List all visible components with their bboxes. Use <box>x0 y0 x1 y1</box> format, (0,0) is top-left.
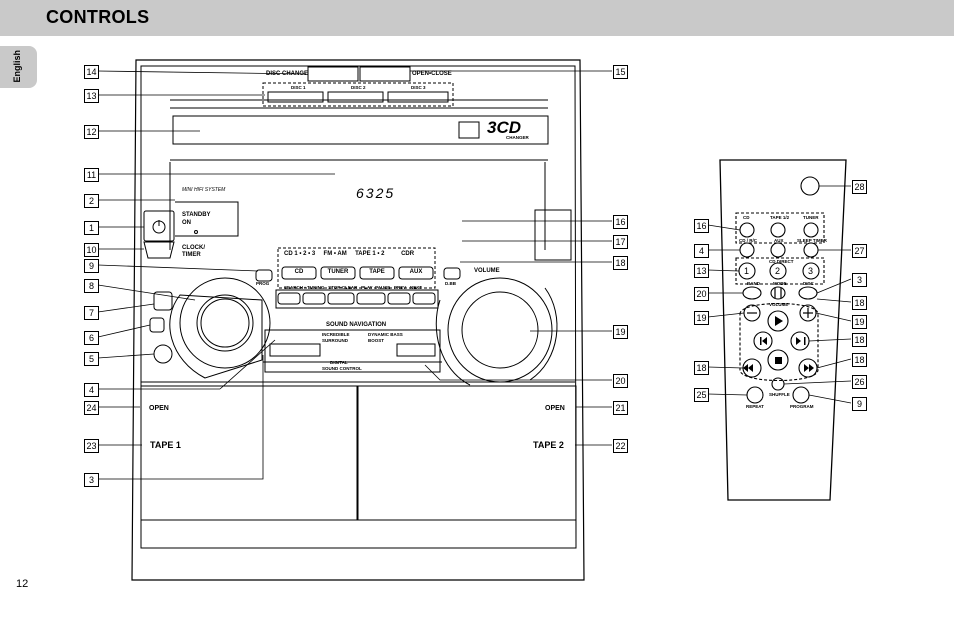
callout-1: 1 <box>84 221 99 235</box>
incredible-label: INCREDIBLE <box>322 332 350 337</box>
callout-15: 15 <box>613 65 628 79</box>
remote-callout-28: 28 <box>852 180 867 194</box>
callout-20: 20 <box>613 374 628 388</box>
aux-button[interactable]: AUX <box>409 269 423 275</box>
remote-3-button[interactable]: 3 <box>808 266 814 276</box>
callout-21: 21 <box>613 401 628 415</box>
remote-callout-18b: 18 <box>852 333 867 347</box>
tape1-label: TAPE 1 <box>150 440 181 450</box>
transport-labels: SEARCH • TUNING STOP•CLEAR PLAY PAUSE PR… <box>284 285 423 290</box>
dynamic-bass-label: DYNAMIC BASS <box>368 332 403 337</box>
remote-callout-18: 18 <box>694 361 709 375</box>
digital-label: DIGITAL <box>330 360 348 365</box>
remote-callout-19: 19 <box>694 311 709 325</box>
remote-shuffle-label: SHUFFLE <box>769 392 790 397</box>
timer-label: TIMER <box>182 252 201 258</box>
remote-callout-26: 26 <box>852 375 867 389</box>
callout-16: 16 <box>613 215 628 229</box>
disc1-label: DISC 1 <box>291 85 306 90</box>
remote-callout-25: 25 <box>694 388 709 402</box>
disc3-label: DISC 3 <box>411 85 426 90</box>
callout-7: 7 <box>84 306 99 320</box>
open-close-label: OPEN•CLOSE <box>412 71 452 77</box>
remote-program-label: PROGRAM <box>790 404 814 409</box>
callout-5: 5 <box>84 352 99 366</box>
callout-3: 3 <box>84 473 99 487</box>
callout-9: 9 <box>84 259 99 273</box>
open-right-label: OPEN <box>545 405 565 412</box>
callout-6: 6 <box>84 331 99 345</box>
remote-sleep-label: SLEEP TIMER <box>797 238 827 243</box>
callout-18: 18 <box>613 256 628 270</box>
remote-2-button[interactable]: 2 <box>775 266 781 276</box>
callout-14: 14 <box>84 65 99 79</box>
prog-label: PROG <box>256 281 270 286</box>
remote-callout-3: 3 <box>852 273 867 287</box>
remote-callout-9: 9 <box>852 397 867 411</box>
remote-1-button[interactable]: 1 <box>744 266 750 276</box>
disc2-label: DISC 2 <box>351 85 366 90</box>
callout-17: 17 <box>613 235 628 249</box>
callout-13: 13 <box>84 89 99 103</box>
display-digits: 6325 <box>356 185 396 201</box>
remote-disc-label: DISC <box>803 281 814 286</box>
callout-10: 10 <box>84 243 99 257</box>
volume-label: VOLUME <box>474 268 500 274</box>
callout-23: 23 <box>84 439 99 453</box>
surround-label: SURROUND <box>322 338 349 343</box>
language-tab: English <box>0 46 37 88</box>
page-title: CONTROLS <box>46 7 150 27</box>
remote-cdr-label: CD / R/C <box>739 238 757 243</box>
mini-hifi-label: MINI HIFI SYSTEM <box>182 187 226 193</box>
remote-cd-direct-label: CD DIRECT <box>769 259 794 264</box>
remote-mode-label: MODE <box>773 281 787 286</box>
callout-19: 19 <box>613 325 628 339</box>
callout-11: 11 <box>84 168 99 182</box>
source-row-label: CD 1 • 2 • 3 FM • AM TAPE 1 • 2 CDR <box>284 251 415 257</box>
remote-callout-13: 13 <box>694 264 709 278</box>
sound-control-label: SOUND CONTROL <box>322 366 362 371</box>
cd-logo-sub: CHANGER <box>506 135 529 140</box>
remote-callout-20: 20 <box>694 287 709 301</box>
callout-2: 2 <box>84 194 99 208</box>
disc-change-label: DISC CHANGE <box>266 71 309 77</box>
callout-12: 12 <box>84 125 99 139</box>
remote-tape-label: TAPE 1/2 <box>770 215 790 220</box>
dbb-label: D.BB <box>445 281 456 286</box>
remote-callout-4: 4 <box>694 244 709 258</box>
remote-callout-18c: 18 <box>852 353 867 367</box>
clock-label: CLOCK/ <box>182 245 205 251</box>
remote-callout-19b: 19 <box>852 315 867 329</box>
sound-nav-label: SOUND NAVIGATION <box>326 322 387 328</box>
tape2-label: TAPE 2 <box>533 440 564 450</box>
remote-callout-16: 16 <box>694 219 709 233</box>
callout-22: 22 <box>613 439 628 453</box>
callout-8: 8 <box>84 279 99 293</box>
callout-24: 24 <box>84 401 99 415</box>
remote-tuner-label: TUNER <box>803 215 819 220</box>
cd-button[interactable]: CD <box>294 269 304 275</box>
standby-label: STANDBY <box>182 212 211 218</box>
boost-label: BOOST <box>368 338 385 343</box>
remote-callout-18a: 18 <box>852 296 867 310</box>
open-left-label: OPEN <box>149 405 169 412</box>
tape-button[interactable]: TAPE <box>369 269 385 275</box>
on-label: ON <box>182 220 191 226</box>
page-header: CONTROLS <box>0 0 954 36</box>
remote-callout-27: 27 <box>852 244 867 258</box>
callout-4: 4 <box>84 383 99 397</box>
remote-band-label: BAND <box>747 281 760 286</box>
cd-logo: 3CD <box>487 118 522 137</box>
remote-cd-label: CD <box>743 215 750 220</box>
remote-aux-label: AUX <box>774 238 784 243</box>
tuner-button[interactable]: TUNER <box>327 269 349 275</box>
remote-repeat-label: REPEAT <box>746 404 764 409</box>
remote-volume-label: VOLUME <box>769 302 789 307</box>
page-number: 12 <box>16 578 29 590</box>
